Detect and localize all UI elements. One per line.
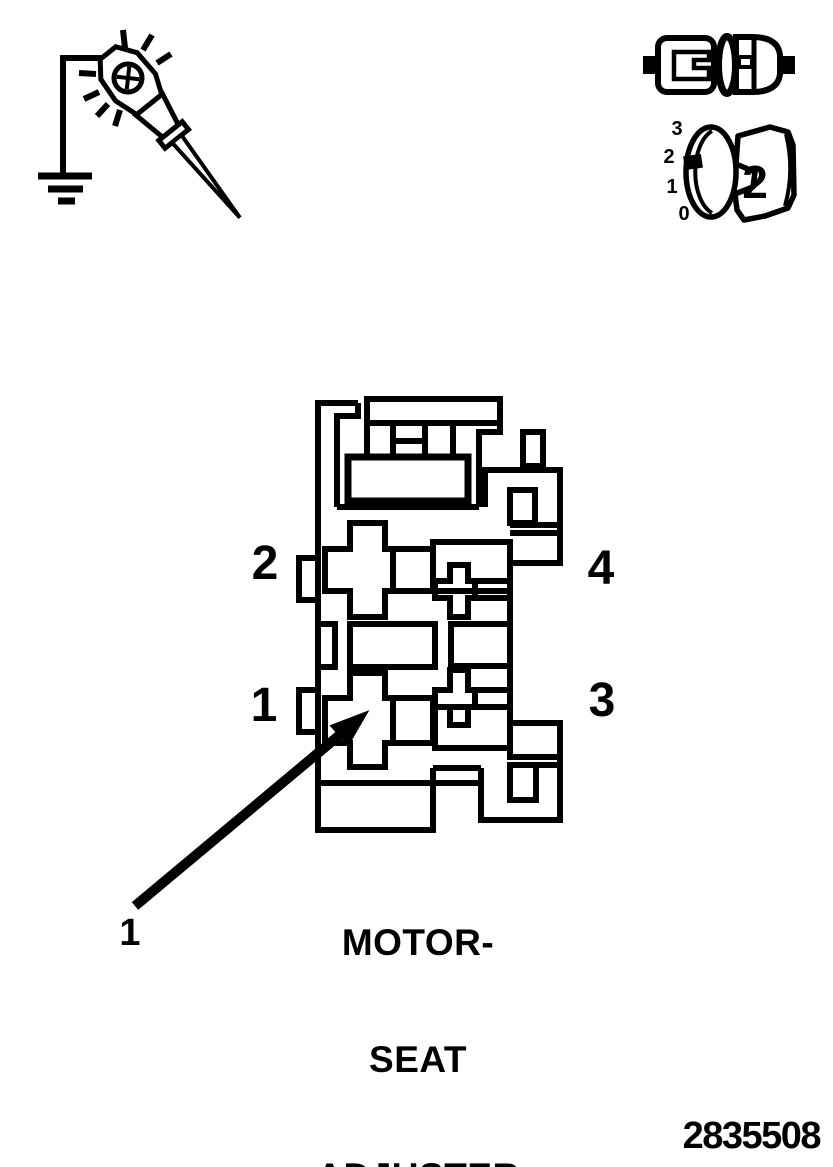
pin3-cavity — [432, 667, 478, 728]
mid-band-rect-left — [347, 621, 438, 670]
right-connector-body — [733, 34, 783, 95]
key-position-dial-icon — [683, 124, 797, 223]
dial-scale-2: 2 — [663, 146, 675, 168]
ground-wire — [60, 55, 106, 176]
caption-line-1: MOTOR- — [341, 922, 495, 963]
pin1-cavity — [322, 670, 396, 770]
pin-label-2: 2 — [251, 537, 279, 590]
ground-symbol — [38, 172, 92, 205]
dial-scale-0: 0 — [678, 203, 690, 225]
bottom-right-foot — [478, 757, 563, 823]
connector-halves-icon — [643, 33, 795, 97]
seat-adjuster-connector-diagram — [296, 396, 563, 833]
mid-band-rect-right — [448, 621, 513, 669]
key-bevel-line — [783, 133, 793, 207]
right-lower-inner-rect — [507, 762, 539, 803]
connector-seal-ring — [715, 33, 739, 97]
pin-label-3: 3 — [588, 674, 616, 727]
figure-number: 2835508 — [682, 1115, 822, 1157]
pin-label-4: 4 — [587, 542, 615, 595]
test-light-guard — [155, 118, 192, 152]
key-position-number: 2 — [742, 156, 768, 208]
callout-arrow-shaft — [131, 729, 346, 910]
right-wire-stub — [778, 56, 795, 74]
top-inner-rect — [344, 453, 472, 505]
pin2-cavity — [322, 520, 396, 620]
right-upper-inner-rect — [507, 487, 538, 526]
left-connector-body — [655, 35, 717, 95]
mid-upper-rect — [430, 539, 513, 594]
pin1-left-tab — [296, 687, 321, 735]
pin1-side-rect — [390, 695, 436, 746]
callout-arrow — [131, 710, 370, 910]
position-marker — [683, 153, 703, 171]
top-lock-tab — [364, 396, 503, 426]
connector-outline-left-step — [334, 403, 361, 507]
pin2-left-tab — [296, 555, 321, 603]
pin4-cavity — [432, 562, 478, 620]
left-inner-rect — [315, 621, 338, 670]
bulb-filament — [116, 66, 140, 90]
pin4-arm-extension — [472, 578, 513, 601]
lower-mid-rect — [432, 704, 513, 751]
right-upper-tab — [520, 429, 546, 469]
caption-line-2: SEAT — [369, 1039, 467, 1080]
caption-line-3: ADJUSTER — [308, 1157, 528, 1167]
test-light-icon — [38, 29, 242, 220]
glow-rays — [78, 29, 173, 127]
test-light-probe-tip — [169, 132, 242, 220]
test-light-bulb — [111, 61, 145, 95]
component-caption: MOTOR- SEAT ADJUSTER — [308, 845, 528, 1167]
right-lower-block — [507, 720, 563, 760]
pin2-side-rect — [390, 546, 436, 594]
top-cell-dividers — [390, 423, 428, 457]
bottom-shelf-lines — [318, 765, 481, 786]
connector-outline-left — [315, 400, 436, 833]
dial-rim-line — [693, 129, 714, 215]
connector-outline-right-top — [476, 423, 503, 507]
dial-scale-3: 3 — [671, 118, 683, 140]
callout-arrow-head — [329, 710, 370, 747]
right-connector-slot — [737, 55, 754, 69]
dial-scale-1: 1 — [666, 176, 678, 198]
pin-label-1: 1 — [250, 679, 278, 732]
callout-label: 1 — [119, 912, 141, 954]
right-upper-double-lines — [510, 522, 560, 536]
left-connector-keyway — [671, 49, 712, 82]
key-head — [732, 124, 797, 223]
